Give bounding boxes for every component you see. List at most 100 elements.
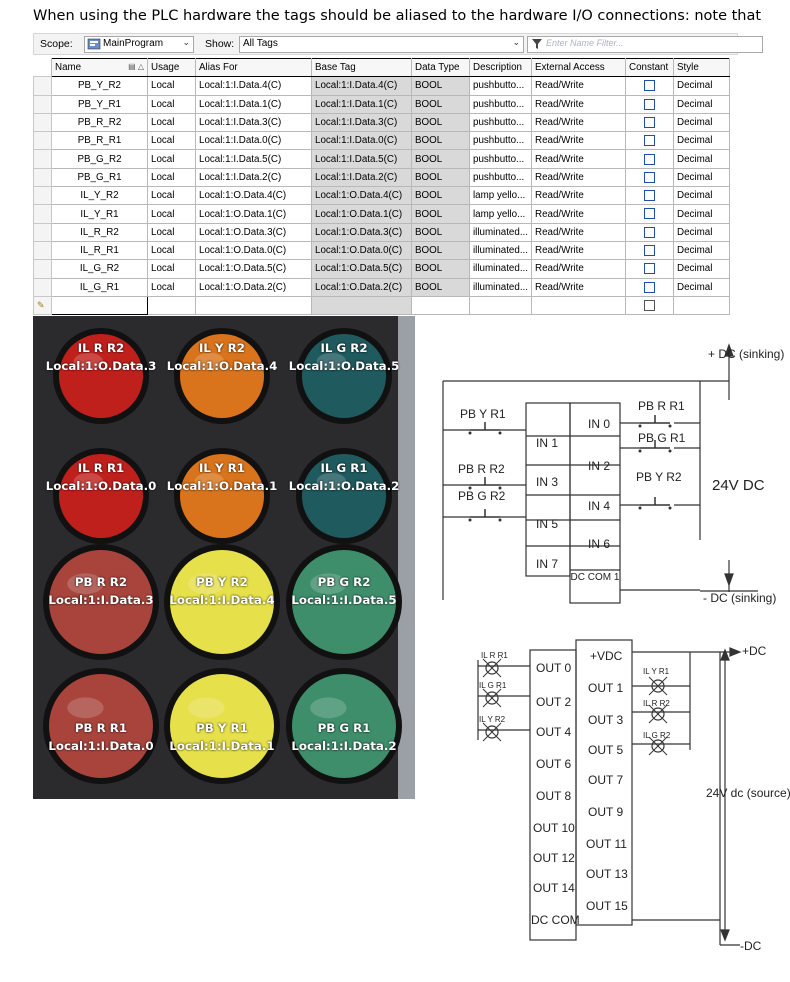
- empty-cell[interactable]: [147, 295, 196, 316]
- output-terminal-label: OUT 7: [588, 773, 623, 787]
- constant-checkbox[interactable]: [644, 208, 655, 220]
- filter-placeholder: Enter Name Filter...: [546, 38, 624, 48]
- new-tag-name-input[interactable]: [51, 295, 148, 316]
- program-icon: [87, 38, 101, 50]
- style-cell[interactable]: Decimal: [673, 222, 730, 242]
- constant-checkbox[interactable]: [644, 116, 655, 128]
- empty-cell[interactable]: [411, 295, 470, 316]
- constant-checkbox[interactable]: [644, 135, 655, 147]
- constant-cell[interactable]: [625, 131, 674, 151]
- data-type-cell: BOOL: [411, 186, 470, 206]
- output-terminal-label: OUT 0: [536, 661, 571, 675]
- row-selector[interactable]: [33, 112, 52, 133]
- show-dropdown[interactable]: All Tags ⌄: [239, 36, 524, 53]
- lamp-label: IL Y R1: [643, 667, 670, 676]
- data-type-cell: BOOL: [411, 204, 470, 224]
- tag-grid: Name ▤ △ Usage Alias For Base Tag Data T…: [33, 57, 739, 316]
- table-header-row: Name ▤ △ Usage Alias For Base Tag Data T…: [33, 57, 730, 78]
- constant-checkbox[interactable]: [644, 299, 655, 311]
- device-address: Local:1:I.Data.3: [48, 593, 154, 607]
- pencil-icon: ✎: [37, 300, 45, 310]
- constant-checkbox[interactable]: [644, 226, 655, 238]
- empty-cell[interactable]: [469, 295, 532, 316]
- constant-checkbox[interactable]: [644, 98, 655, 110]
- pushbutton-label: PB R R1: [638, 399, 685, 413]
- chevron-down-icon: ⌄: [182, 37, 190, 47]
- empty-cell[interactable]: [673, 295, 730, 316]
- constant-cell[interactable]: [625, 94, 674, 114]
- highlight-shape: [316, 352, 347, 370]
- show-value: All Tags: [243, 38, 278, 49]
- constant-cell[interactable]: [625, 295, 674, 316]
- output-terminal-label: OUT 3: [588, 713, 623, 727]
- constant-checkbox[interactable]: [644, 263, 655, 275]
- new-tag-row[interactable]: ✎: [33, 295, 730, 316]
- pushbutton: [170, 550, 274, 654]
- constant-checkbox[interactable]: [644, 190, 655, 202]
- constant-checkbox[interactable]: [644, 171, 655, 183]
- column-header-base-tag[interactable]: Base Tag: [311, 57, 412, 78]
- sort-icon: ▤ △: [128, 62, 144, 72]
- base-tag-cell: Local:1:I.Data.3(C): [311, 112, 412, 133]
- tag-editor-toolbar: Scope: MainProgram ⌄ Show: All Tags ⌄ En…: [33, 33, 763, 55]
- highlight-shape: [310, 697, 347, 719]
- column-header-data-type[interactable]: Data Type: [411, 57, 470, 78]
- column-header-external-access[interactable]: External Access: [531, 57, 626, 78]
- device-tag-name: IL R R1: [77, 461, 125, 475]
- highlight-shape: [73, 352, 104, 370]
- constant-checkbox[interactable]: [644, 281, 655, 293]
- column-header-constant[interactable]: Constant: [625, 57, 674, 78]
- row-selector[interactable]: [33, 76, 52, 96]
- intro-text: When using the PLC hardware the tags sho…: [33, 8, 762, 24]
- row-selector[interactable]: [33, 131, 52, 151]
- constant-checkbox[interactable]: [644, 245, 655, 257]
- constant-cell[interactable]: [625, 186, 674, 206]
- pushbutton-switch-symbol: [468, 509, 502, 522]
- output-terminal-label: DC COM: [531, 913, 580, 927]
- constant-cell[interactable]: [625, 277, 674, 297]
- pushbutton-label: PB Y R1: [460, 407, 506, 421]
- row-selector[interactable]: [33, 204, 52, 224]
- output-terminal-label: OUT 14: [533, 881, 575, 895]
- device-tag-name: IL G R1: [320, 461, 368, 475]
- pushbutton: [49, 674, 153, 778]
- new-row-selector[interactable]: ✎: [33, 295, 52, 316]
- indicator-lamp: [302, 454, 386, 538]
- constant-checkbox[interactable]: [644, 153, 655, 165]
- pushbutton-switch-symbol: [638, 497, 672, 510]
- output-terminal-label: OUT 12: [533, 851, 575, 865]
- supply-negative-label: -DC: [740, 939, 762, 953]
- empty-cell[interactable]: [195, 295, 312, 316]
- lamp-symbol: [482, 688, 502, 708]
- highlight-shape: [316, 472, 347, 490]
- column-header-description[interactable]: Description: [469, 57, 532, 78]
- constant-checkbox[interactable]: [644, 80, 655, 92]
- lamp-symbol: [482, 722, 502, 742]
- row-selector[interactable]: [33, 149, 52, 169]
- pushbutton-switch-symbol: [638, 440, 672, 453]
- output-terminal-label: OUT 8: [536, 789, 571, 803]
- column-header-style[interactable]: Style: [673, 57, 730, 78]
- column-header-alias[interactable]: Alias For: [195, 57, 312, 78]
- scope-dropdown[interactable]: MainProgram ⌄: [84, 36, 194, 53]
- base-tag-cell: Local:1:I.Data.0(C): [311, 131, 412, 151]
- pushbutton-switch-symbol: [468, 422, 502, 435]
- data-type-cell: BOOL: [411, 94, 470, 114]
- name-filter-input[interactable]: Enter Name Filter...: [527, 36, 763, 53]
- column-header-name[interactable]: Name ▤ △: [51, 57, 148, 78]
